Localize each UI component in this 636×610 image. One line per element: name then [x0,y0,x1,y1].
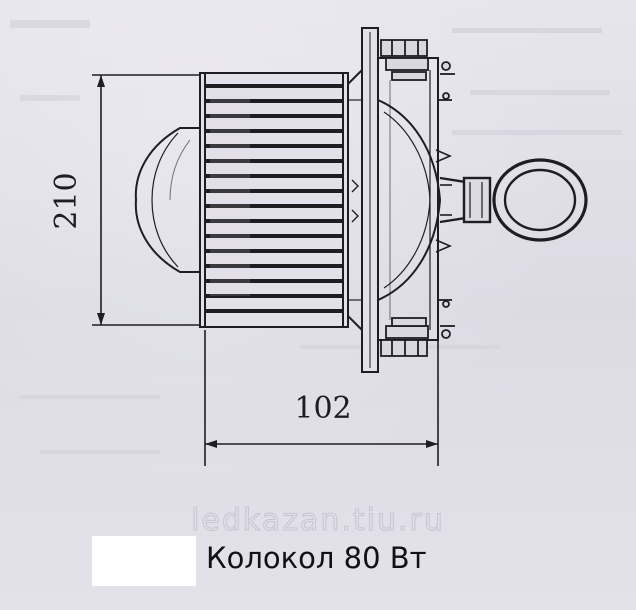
width-label: 102 [294,391,351,426]
neck-section [347,67,363,333]
width-dimension [204,325,439,466]
product-caption: Колокол 80 Вт [206,541,427,575]
height-label: 210 [49,172,84,229]
bottom-fasteners [380,299,455,357]
lens-dome [134,127,200,273]
watermark-text: ledkazan.tiu.ru [191,503,445,538]
hanging-ring-hook [439,158,588,242]
height-dimension [92,74,215,326]
heatsink [199,72,349,328]
caption-white-box [92,536,196,586]
driver-housing [377,57,442,341]
top-fasteners [380,39,455,101]
mounting-plate [361,27,379,373]
housing-bolts [435,149,453,253]
